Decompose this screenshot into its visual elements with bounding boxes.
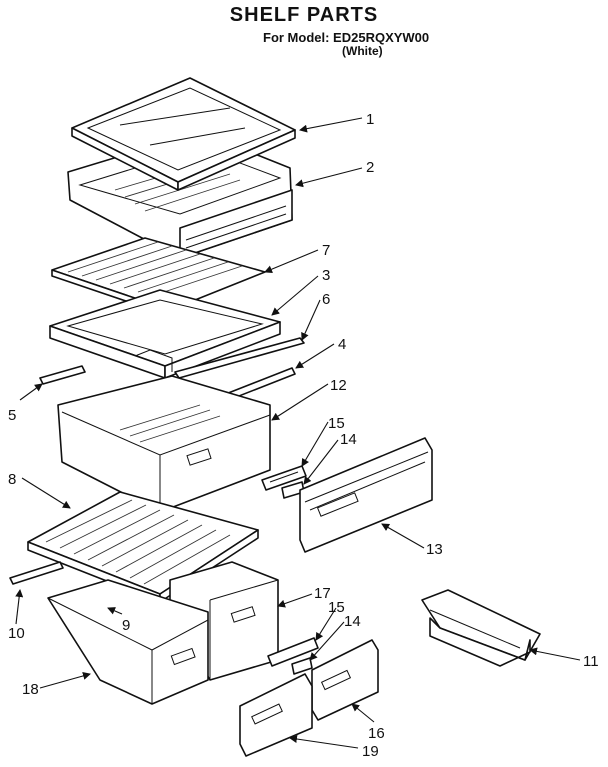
part-19-drawer-front [239,673,313,757]
model-number: For Model: ED25RQXYW00 [263,30,430,45]
callout-12: 12 [330,377,347,394]
callout-19: 19 [362,743,379,760]
callout-2: 2 [366,159,374,176]
callout-15-lower: 15 [328,599,345,616]
callout-15-upper: 15 [328,415,345,432]
part-12-drawer [57,375,271,513]
diagram-title: SHELF PARTS [229,4,379,26]
callout-14-lower: 14 [344,613,361,630]
callout-1: 1 [366,111,374,128]
part-13-drawer-front [299,437,433,553]
part-15-upper-bracket [261,465,307,491]
callout-17: 17 [314,585,331,602]
callout-3: 3 [322,267,330,284]
callout-9: 9 [122,617,130,634]
callout-8: 8 [8,471,16,488]
part-6-rail [174,337,305,379]
part-11-door-bin [421,589,541,667]
part-1-glass-shelf [71,77,296,191]
diagram-header: SHELF PARTS For Model: ED25RQXYW00 (Whit… [0,0,608,60]
callout-11: 11 [583,653,599,670]
model-color: (White) [342,44,383,58]
callout-10: 10 [8,625,25,642]
callout-7: 7 [322,242,330,259]
part-5-rail [39,365,86,385]
part-18-bin [47,579,209,705]
part-14-lower-clip [291,657,313,675]
callout-13: 13 [426,541,443,558]
callout-16: 16 [368,725,385,742]
callout-4: 4 [338,336,346,353]
callout-6: 6 [322,291,330,308]
callout-18: 18 [22,681,39,698]
callout-14-upper: 14 [340,431,357,448]
leader-lines [15,117,581,749]
part-15-lower-bracket [267,637,319,667]
callout-5: 5 [8,407,16,424]
part-16-drawer-front [311,639,379,721]
part-10-rail [9,561,64,585]
part-3-shelf-frame [49,289,281,379]
